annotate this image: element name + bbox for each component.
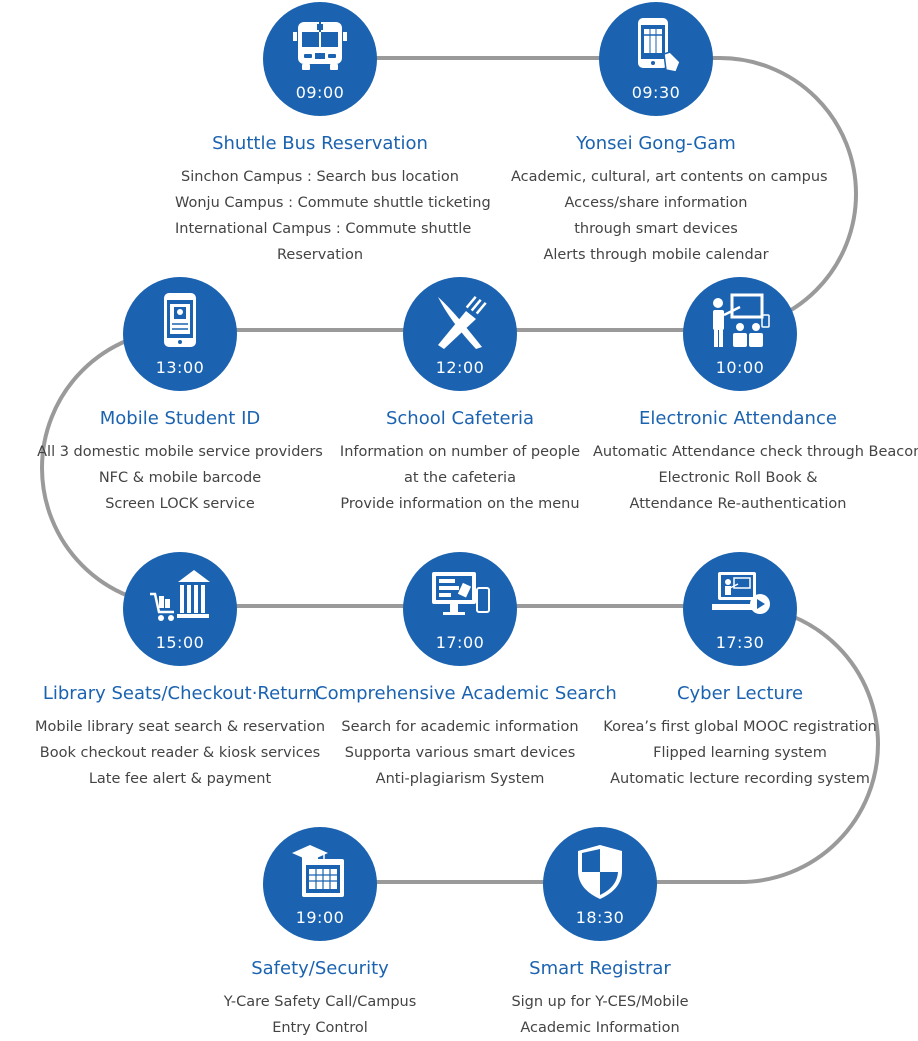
label-school-cafeteria: School Cafeteria Information on number o… (315, 408, 605, 517)
node-line: Automatic lecture recording system (610, 771, 870, 787)
shield-icon (578, 845, 622, 899)
node-school-cafeteria: 12:00 (403, 277, 517, 391)
node-line: Alerts through mobile calendar (543, 247, 769, 263)
node-line: Reservation (276, 247, 364, 263)
library-cart-icon (150, 570, 210, 621)
node-time: 13:00 (155, 358, 205, 377)
node-line: International Campus : Commute shuttle (175, 221, 472, 237)
node-library: 15:00 (123, 552, 237, 666)
label-safety-security: Safety/Security Y-Care Safety Call/Campu… (175, 958, 465, 1041)
node-electronic-attendance: 10:00 (683, 277, 797, 391)
node-shuttle-bus: 09:00 (263, 2, 377, 116)
node-time: 10:00 (715, 358, 765, 377)
node-line: Supporta various smart devices (344, 745, 576, 761)
node-title: Library Seats/Checkout·Return (42, 683, 318, 704)
node-line: NFC & mobile barcode (98, 470, 262, 486)
node-gong-gam: 09:30 (599, 2, 713, 116)
node-title: Mobile Student ID (99, 408, 261, 429)
calendar-graduation-icon (292, 845, 344, 897)
label-mobile-student-id: Mobile Student ID All 3 domestic mobile … (35, 408, 325, 517)
node-line: All 3 domestic mobile service providers (37, 444, 323, 460)
label-electronic-attendance: Electronic Attendance Automatic Attendan… (593, 408, 918, 517)
node-academic-search: 17:00 (403, 552, 517, 666)
node-title: Shuttle Bus Reservation (212, 133, 428, 154)
node-title: Cyber Lecture (676, 683, 804, 704)
node-line: through smart devices (574, 221, 738, 237)
node-line: Electronic Roll Book & (658, 470, 818, 486)
node-time: 17:00 (435, 633, 485, 652)
label-gong-gam: Yonsei Gong-Gam Academic, cultural, art … (511, 133, 828, 268)
node-line: Wonju Campus : Commute shuttle ticketing (175, 195, 491, 211)
node-title: Comprehensive Academic Search (315, 683, 617, 704)
label-cyber-lecture: Cyber Lecture Korea’s first global MOOC … (595, 683, 885, 792)
node-line: Sinchon Campus : Search bus location (181, 169, 459, 185)
node-line: Mobile library seat search & reservation (35, 719, 326, 735)
label-smart-registrar: Smart Registrar Sign up for Y-CES/Mobile… (455, 958, 745, 1041)
node-time: 19:00 (295, 908, 345, 927)
node-title: School Cafeteria (385, 408, 535, 429)
node-line: Screen LOCK service (105, 496, 255, 512)
node-safety-security: 19:00 (263, 827, 377, 941)
node-smart-registrar: 18:30 (543, 827, 657, 941)
node-line: Korea’s first global MOOC registration (603, 719, 877, 735)
node-time: 09:30 (631, 83, 681, 102)
smartphone-touch-icon (638, 18, 681, 73)
node-time: 09:00 (295, 83, 345, 102)
classroom-icon (713, 293, 770, 347)
node-line: Search for academic information (341, 719, 579, 735)
node-title: Electronic Attendance (639, 408, 837, 429)
node-line: Late fee alert & payment (88, 771, 272, 787)
bus-icon (293, 21, 347, 70)
node-title: Safety/Security (251, 958, 389, 979)
monitor-search-icon (432, 572, 490, 615)
node-line: Sign up for Y-CES/Mobile (511, 994, 689, 1010)
node-line: Attendance Re-authentication (629, 496, 847, 512)
node-line: Book checkout reader & kiosk services (39, 745, 321, 761)
node-line: Flipped learning system (653, 745, 827, 761)
node-cyber-lecture: 17:30 (683, 552, 797, 666)
node-line: Academic, cultural, art contents on camp… (511, 169, 828, 185)
node-line: Access/share information (564, 195, 748, 211)
node-time: 15:00 (155, 633, 205, 652)
node-line: Provide information on the menu (340, 496, 580, 512)
label-academic-search: Comprehensive Academic Search Search for… (315, 683, 617, 792)
node-line: Entry Control (272, 1020, 368, 1036)
node-title: Smart Registrar (529, 958, 671, 979)
node-line: Automatic Attendance check through Beaco… (593, 444, 918, 460)
node-time: 12:00 (435, 358, 485, 377)
node-mobile-student-id: 13:00 (123, 277, 237, 391)
node-line: Anti-plagiarism System (375, 771, 545, 787)
node-line: at the cafeteria (404, 470, 516, 486)
fork-knife-icon (438, 295, 487, 349)
node-time: 18:30 (575, 908, 625, 927)
node-title: Yonsei Gong-Gam (576, 133, 736, 154)
node-time: 17:30 (715, 633, 765, 652)
node-line: Information on number of people (339, 444, 581, 460)
mobile-id-icon (164, 293, 196, 347)
node-line: Y-Care Safety Call/Campus (223, 994, 417, 1010)
label-shuttle-bus: Shuttle Bus Reservation Sinchon Campus :… (175, 133, 491, 268)
label-library: Library Seats/Checkout·Return Mobile lib… (35, 683, 325, 792)
laptop-play-icon (712, 572, 770, 614)
node-line: Academic Information (520, 1020, 680, 1036)
